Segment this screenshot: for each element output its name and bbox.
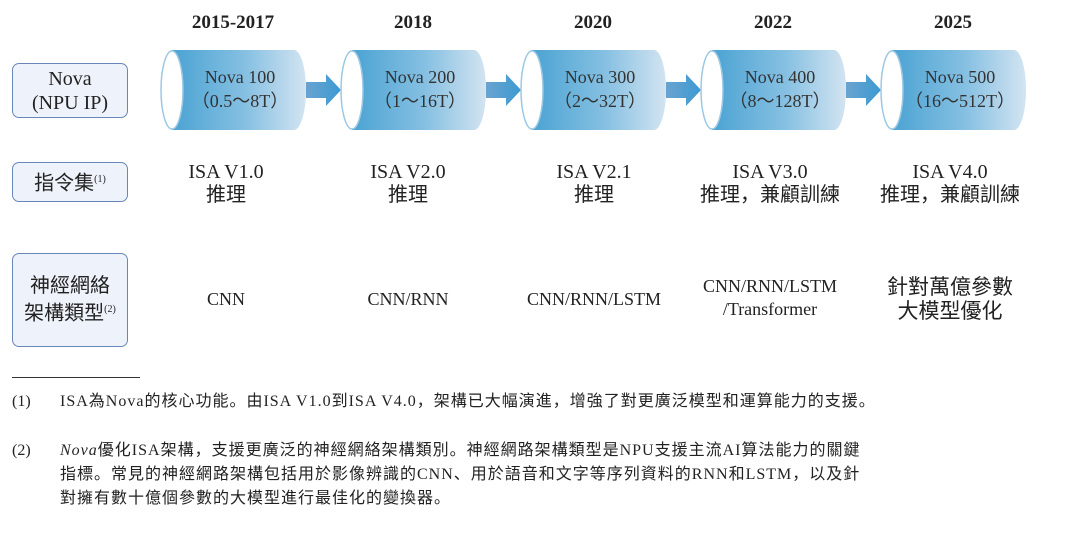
arch-cell: CNN bbox=[136, 288, 316, 311]
year-label: 2018 bbox=[394, 12, 432, 33]
footnote-ref-1: (1) bbox=[94, 174, 106, 186]
footnote-line: 指標。常見的神經網路架構包括用於影像辨識的CNN、用於語音和文字等序列資料的RN… bbox=[60, 466, 861, 483]
arch-line: 針對萬億參數 bbox=[887, 275, 1013, 299]
arch-line: CNN/RNN/LSTM bbox=[526, 289, 661, 309]
year-label: 2020 bbox=[574, 12, 612, 33]
footnote-ref-2: (2) bbox=[104, 304, 116, 316]
year-label: 2022 bbox=[754, 12, 792, 33]
isa-use: 推理 bbox=[206, 184, 246, 206]
product-range: （8～128T） bbox=[729, 91, 831, 111]
row-label-arch: 神經網絡 架構類型(2) bbox=[12, 253, 128, 347]
row-label-arch-line2: 架構類型 bbox=[24, 302, 105, 325]
product-range: （0.5～8T） bbox=[191, 91, 289, 111]
arch-cell: CNN/RNN/LSTM/Transformer bbox=[680, 275, 860, 321]
footnote-number: (2) bbox=[12, 442, 31, 459]
product-cylinder: Nova 400 （8～128T） bbox=[700, 50, 846, 130]
arch-line: CNN bbox=[206, 289, 245, 309]
footnote-line: ISA為Nova的核心功能。由ISA V1.0到ISA V4.0，架構已大幅演進… bbox=[60, 393, 876, 410]
product-range: （2～32T） bbox=[554, 91, 646, 111]
isa-version: ISA V2.1 bbox=[556, 161, 632, 183]
arch-cell: 針對萬億參數大模型優化 bbox=[860, 275, 1040, 323]
footnote-divider bbox=[12, 377, 140, 378]
arch-cell: CNN/RNN/LSTM bbox=[504, 288, 684, 311]
arch-line: CNN/RNN bbox=[367, 289, 449, 309]
year-label: 2025 bbox=[934, 12, 972, 33]
product-name: Nova 400 bbox=[744, 67, 816, 87]
year-label: 2015-2017 bbox=[191, 12, 275, 33]
isa-use: 推理，兼顧訓練 bbox=[700, 184, 840, 206]
row-label-nova: Nova (NPU IP) bbox=[12, 63, 128, 118]
arrow-right-icon bbox=[666, 74, 701, 106]
footnote-line: 對擁有數十億個參數的大模型進行最佳化的變換器。 bbox=[60, 490, 452, 507]
footnote-italic: Nova bbox=[60, 442, 98, 459]
arrow-right-icon bbox=[486, 74, 521, 106]
product-cylinder: Nova 100 （0.5～8T） bbox=[160, 50, 306, 130]
product-name: Nova 200 bbox=[384, 67, 456, 87]
product-name: Nova 100 bbox=[204, 67, 276, 87]
arch-cell: CNN/RNN bbox=[318, 288, 498, 311]
row-label-arch-line1: 神經網絡 bbox=[30, 275, 110, 298]
isa-use: 推理 bbox=[574, 184, 614, 206]
arrow-right-icon bbox=[846, 74, 881, 106]
isa-use: 推理 bbox=[388, 184, 428, 206]
product-range: （1～16T） bbox=[374, 91, 466, 111]
row-label-nova-line2: (NPU IP) bbox=[31, 91, 109, 114]
arch-line: /Transformer bbox=[722, 299, 818, 319]
isa-version: ISA V1.0 bbox=[188, 161, 264, 183]
product-range: （16～512T） bbox=[905, 91, 1015, 111]
row-label-nova-line1: Nova bbox=[48, 67, 92, 90]
product-name: Nova 300 bbox=[564, 67, 636, 87]
product-cylinder: Nova 300 （2～32T） bbox=[520, 50, 666, 130]
product-cylinder: Nova 500 （16～512T） bbox=[880, 50, 1026, 130]
arch-line: 大模型優化 bbox=[897, 299, 1003, 323]
product-name: Nova 500 bbox=[924, 67, 996, 87]
row-label-isa: 指令集(1) bbox=[12, 162, 128, 202]
footnote-line: 優化ISA架構，支援更廣泛的神經網絡架構類別。神經網路架構類型是NPU支援主流A… bbox=[97, 442, 861, 459]
isa-use: 推理，兼顧訓練 bbox=[880, 184, 1020, 206]
isa-version: ISA V3.0 bbox=[732, 161, 808, 183]
isa-version: ISA V4.0 bbox=[912, 161, 988, 183]
row-label-isa-text: 指令集 bbox=[34, 172, 95, 195]
arrow-right-icon bbox=[306, 74, 341, 106]
isa-version: ISA V2.0 bbox=[370, 161, 446, 183]
arch-line: CNN/RNN/LSTM bbox=[702, 276, 837, 296]
footnote-number: (1) bbox=[12, 393, 31, 410]
product-cylinder: Nova 200 （1～16T） bbox=[340, 50, 486, 130]
